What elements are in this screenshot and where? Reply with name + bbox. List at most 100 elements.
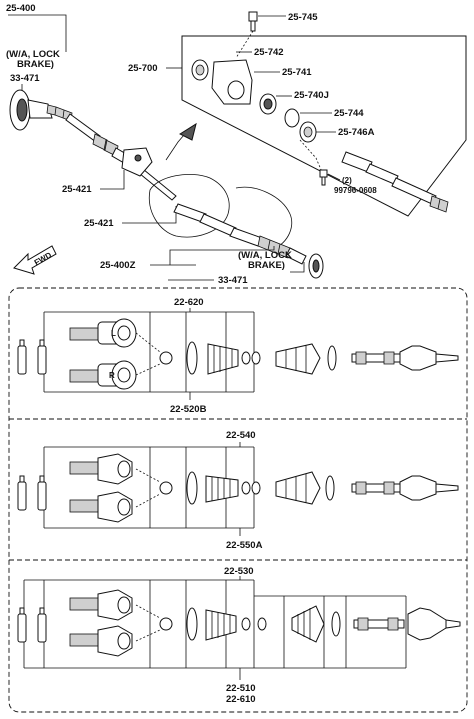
callout-wa-lock-brake-2: (W/A, LOCK: [238, 250, 292, 261]
subframe-outline: [235, 186, 293, 251]
leader-25-421-lower: [122, 206, 177, 224]
callout-33-471-top: 33-471: [10, 73, 40, 84]
g2-small-band-a: [241, 481, 251, 495]
callout-25-700: 25-700: [128, 63, 158, 74]
g3-axle-shaft: [353, 607, 461, 641]
g2-inner-joint-housings: [69, 453, 133, 523]
kit-options-frame: [8, 287, 468, 713]
callout-33-471-bottom: 33-471: [218, 275, 248, 286]
transaxle-outline: [148, 174, 230, 238]
g1-dots-a: [135, 332, 161, 353]
callout-wa-lock-brake-2b: BRAKE): [248, 260, 285, 271]
g2-dots-b: [135, 493, 161, 508]
left-driveshaft: [27, 99, 177, 201]
g1-label-l: L: [111, 329, 116, 338]
right-driveshaft: [173, 203, 307, 265]
callout-25-400: 25-400: [6, 3, 36, 14]
seal-25-746a-inner: [303, 126, 313, 138]
leader-22-510: [24, 667, 406, 680]
bolt-25-745-shank: [250, 20, 256, 32]
pointer-arrow: [178, 122, 197, 141]
leader-dots-25-745: [235, 30, 254, 59]
callout-99796-0608: 99796-0608: [334, 186, 377, 195]
leader-25-400: [8, 14, 67, 52]
leader-22-520b: [44, 391, 254, 400]
callout-25-421-lower: 25-421: [84, 218, 114, 229]
brake-rotor-hub-left: [16, 98, 28, 122]
g1-outer-boot: [275, 343, 321, 375]
g3-small-band-a: [241, 617, 251, 631]
leader-22-620: [44, 308, 254, 313]
callout-wa-lock-brake-1b: BRAKE): [17, 59, 54, 70]
g1-label-r: R: [109, 371, 115, 380]
g2-boot-band-b: [325, 475, 335, 501]
g3-grease-tubes: [17, 607, 47, 643]
oil-seal-left-inner: [195, 64, 205, 76]
callout-22-550a: 22-550A: [226, 540, 263, 551]
g3-boot-band-a: [186, 607, 198, 641]
leader-99796: [327, 173, 341, 181]
g3-outer-boot: [291, 605, 325, 643]
g3-small-band-b: [257, 617, 267, 631]
g3-dots-a: [135, 604, 161, 619]
bearing-support-bore: [227, 80, 245, 100]
g1-dots-b: [135, 363, 161, 376]
detail-box-25-700: [181, 35, 467, 217]
g2-inner-boot: [205, 475, 239, 503]
g2-axle-shaft: [351, 475, 459, 501]
g1-inner-joint-housings: [69, 318, 137, 390]
bolt-99796-head: [319, 169, 328, 178]
callout-22-530: 22-530: [224, 566, 254, 577]
callout-25-745: 25-745: [288, 12, 318, 23]
bracket-bolt: [134, 154, 142, 162]
g1-small-band-b: [251, 351, 261, 365]
g3-clip: [159, 617, 173, 631]
leader-25-400z: [150, 246, 275, 266]
callout-25-740j: 25-740J: [294, 90, 329, 101]
g2-grease-tubes: [17, 475, 47, 511]
bolt-25-745-head: [248, 11, 258, 22]
g1-inner-boot: [207, 343, 239, 375]
leader-33-471-bottom: [168, 262, 305, 281]
g3-dots-b: [135, 629, 161, 642]
leader-22-530: [24, 576, 254, 581]
leader-22-540: [44, 442, 254, 448]
callout-22-620: 22-620: [174, 297, 204, 308]
callout-qty-2: (2): [342, 176, 352, 185]
g1-boot-band-a: [186, 341, 198, 375]
callout-25-400z: 25-400Z: [100, 260, 136, 271]
g2-clip: [159, 481, 173, 495]
g1-small-band-a: [241, 351, 251, 365]
g2-small-band-b: [251, 481, 261, 495]
callout-25-421-upper: 25-421: [62, 184, 92, 195]
callout-22-520b: 22-520B: [170, 404, 207, 415]
g1-axle-shaft: [351, 345, 459, 371]
g1-grease-tubes: [17, 339, 47, 375]
callout-22-510: 22-510: [226, 683, 256, 694]
callout-25-741: 25-741: [282, 67, 312, 78]
g2-dots-a: [135, 468, 161, 483]
callout-25-746a: 25-746A: [338, 127, 375, 138]
brake-rotor-hub-right: [312, 259, 320, 273]
shaft-support-bracket: [121, 147, 153, 177]
leader-22-550a: [44, 527, 254, 536]
bolt-99796-shank: [321, 176, 326, 186]
callout-22-610: 22-610: [226, 694, 256, 705]
g3-boot-band-b: [331, 611, 341, 637]
callout-wa-lock-brake-1: (W/A, LOCK: [6, 49, 60, 60]
leader-dots-seal: [299, 139, 323, 173]
g2-outer-boot: [275, 471, 321, 505]
g1-boot-band-b: [327, 345, 337, 371]
g3-inner-joint-housings: [69, 589, 133, 657]
dust-seal-25-744: [284, 108, 300, 128]
forward-direction-arrow: [13, 245, 57, 275]
g3-inner-boot: [205, 609, 237, 641]
g1-clip: [159, 351, 173, 365]
bearing-25-740j-inner: [263, 98, 273, 110]
g2-boot-band-a: [186, 471, 198, 505]
leader-25-421-upper: [100, 170, 125, 190]
intermediate-shaft: [341, 151, 449, 213]
callout-25-744: 25-744: [334, 108, 364, 119]
callout-22-540: 22-540: [226, 430, 256, 441]
